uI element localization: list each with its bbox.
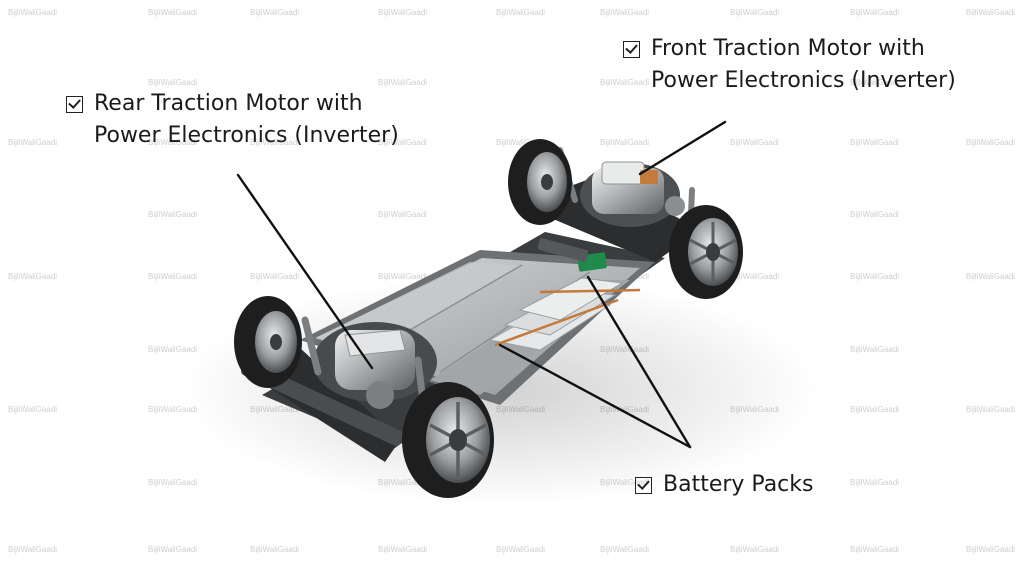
wheel-front-left bbox=[508, 139, 572, 225]
watermark-text: BijliWaliGaadi bbox=[730, 8, 780, 17]
watermark-text: BijliWaliGaadi bbox=[850, 210, 900, 219]
watermark-text: BijliWaliGaadi bbox=[378, 210, 428, 219]
watermark-text: BijliWaliGaadi bbox=[730, 138, 780, 147]
watermark-text: BijliWaliGaadi bbox=[148, 545, 198, 554]
callout-front-line1: Front Traction Motor with bbox=[651, 36, 925, 61]
callout-rear-line2: Power Electronics (Inverter) bbox=[94, 123, 399, 148]
watermark-text: BijliWaliGaadi bbox=[966, 138, 1016, 147]
checkbox-icon bbox=[623, 41, 640, 58]
watermark-text: BijliWaliGaadi bbox=[496, 545, 546, 554]
watermark-text: BijliWaliGaadi bbox=[496, 8, 546, 17]
watermark-text: BijliWaliGaadi bbox=[148, 478, 198, 487]
leader-battery-upper bbox=[586, 275, 692, 449]
leader-battery-lower bbox=[498, 343, 692, 449]
watermark-text: BijliWaliGaadi bbox=[148, 8, 198, 17]
watermark-text: BijliWaliGaadi bbox=[600, 545, 650, 554]
watermark-text: BijliWaliGaadi bbox=[600, 78, 650, 87]
watermark-text: BijliWaliGaadi bbox=[378, 272, 428, 281]
watermark-text: BijliWaliGaadi bbox=[600, 8, 650, 17]
watermark-text: BijliWaliGaadi bbox=[730, 545, 780, 554]
watermark-text: BijliWaliGaadi bbox=[966, 8, 1016, 17]
wheel-front-right bbox=[669, 205, 743, 299]
callout-rear-line1: Rear Traction Motor with bbox=[94, 91, 363, 116]
watermark-text: BijliWaliGaadi bbox=[250, 545, 300, 554]
watermark-text: BijliWaliGaadi bbox=[850, 138, 900, 147]
watermark-text: BijliWaliGaadi bbox=[850, 405, 900, 414]
watermark-text: BijliWaliGaadi bbox=[378, 78, 428, 87]
watermark-text: BijliWaliGaadi bbox=[850, 272, 900, 281]
watermark-text: BijliWaliGaadi bbox=[378, 545, 428, 554]
callout-rear-motor: Rear Traction Motor with Power Electroni… bbox=[66, 88, 399, 152]
watermark-text: BijliWaliGaadi bbox=[148, 272, 198, 281]
watermark-text: BijliWaliGaadi bbox=[850, 545, 900, 554]
watermark-text: BijliWaliGaadi bbox=[850, 78, 900, 87]
front-motor-assembly bbox=[557, 147, 695, 243]
watermark-text: BijliWaliGaadi bbox=[378, 138, 428, 147]
watermark-text: BijliWaliGaadi bbox=[600, 138, 650, 147]
wheel-rear-right bbox=[402, 382, 494, 498]
watermark-text: BijliWaliGaadi bbox=[148, 210, 198, 219]
watermark-text: BijliWaliGaadi bbox=[8, 272, 58, 281]
watermark-text: BijliWaliGaadi bbox=[8, 545, 58, 554]
watermark-text: BijliWaliGaadi bbox=[8, 138, 58, 147]
callout-front-motor: Front Traction Motor with Power Electron… bbox=[623, 33, 956, 97]
watermark-text: BijliWaliGaadi bbox=[250, 8, 300, 17]
watermark-text: BijliWaliGaadi bbox=[850, 8, 900, 17]
watermark-text: BijliWaliGaadi bbox=[8, 405, 58, 414]
wheel-rear-left bbox=[234, 296, 302, 388]
callout-battery-packs: Battery Packs bbox=[635, 469, 813, 501]
watermark-text: BijliWaliGaadi bbox=[250, 272, 300, 281]
checkbox-icon bbox=[66, 96, 83, 113]
watermark-text: BijliWaliGaadi bbox=[966, 405, 1016, 414]
watermark-text: BijliWaliGaadi bbox=[148, 345, 198, 354]
leader-lines bbox=[236, 120, 727, 449]
callout-front-line2: Power Electronics (Inverter) bbox=[651, 68, 956, 93]
watermark-text: BijliWaliGaadi bbox=[496, 138, 546, 147]
watermark-text: BijliWaliGaadi bbox=[148, 138, 198, 147]
watermark-text: BijliWaliGaadi bbox=[966, 272, 1016, 281]
watermark-text: BijliWaliGaadi bbox=[966, 545, 1016, 554]
leader-rear-motor bbox=[236, 173, 374, 370]
leader-front-motor bbox=[638, 120, 727, 176]
watermark-text: BijliWaliGaadi bbox=[378, 8, 428, 17]
watermark-text: BijliWaliGaadi bbox=[8, 8, 58, 17]
checkbox-icon bbox=[635, 477, 652, 494]
watermark-text: BijliWaliGaadi bbox=[148, 405, 198, 414]
watermark-text: BijliWaliGaadi bbox=[148, 78, 198, 87]
watermark-text: BijliWaliGaadi bbox=[850, 478, 900, 487]
watermark-text: BijliWaliGaadi bbox=[250, 138, 300, 147]
callout-battery-line1: Battery Packs bbox=[663, 472, 814, 497]
watermark-text: BijliWaliGaadi bbox=[850, 345, 900, 354]
watermark-text: BijliWaliGaadi bbox=[730, 272, 780, 281]
